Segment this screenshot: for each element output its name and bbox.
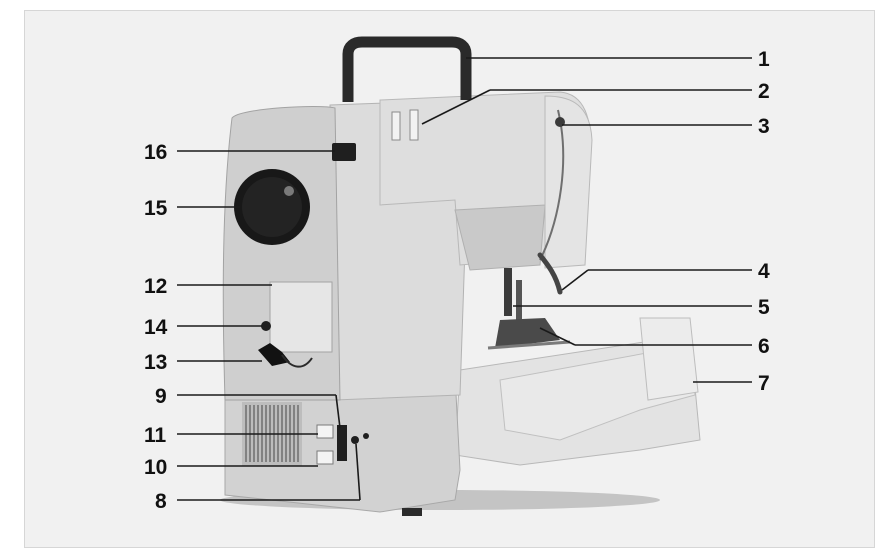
callout-number-10: 10 — [144, 456, 167, 479]
accessory-box — [639, 317, 699, 401]
presser-bar — [516, 280, 522, 320]
needle-bar — [504, 268, 512, 316]
arm-throat — [454, 204, 546, 271]
leader-line-8b — [355, 443, 361, 501]
leader-lines — [177, 57, 752, 501]
side-cover — [269, 281, 333, 353]
callout-number-2: 2 — [758, 80, 770, 103]
leader-line-4 — [561, 269, 589, 291]
bobbin-winder — [332, 143, 356, 161]
foot-control-socket — [337, 425, 347, 461]
callout-number-7: 7 — [758, 372, 770, 395]
callout-number-3: 3 — [758, 115, 770, 138]
power-switch — [316, 424, 334, 439]
cable — [281, 354, 313, 368]
presser-foot — [495, 318, 560, 348]
leader-line-9b — [335, 394, 341, 429]
callout-number-5: 5 — [758, 296, 770, 319]
callout-number-1: 1 — [758, 48, 770, 71]
callout-number-13: 13 — [144, 351, 167, 374]
sewing-machine-illustration — [220, 36, 701, 516]
power-socket — [351, 436, 359, 444]
leader-line-6 — [539, 327, 576, 346]
light-switch — [316, 450, 334, 465]
callout-number-9: 9 — [155, 385, 167, 408]
leader-line-2 — [421, 89, 491, 125]
spool-pin — [391, 111, 401, 141]
callout-number-8: 8 — [155, 490, 167, 513]
handwheel-rim — [242, 177, 302, 237]
callout-number-16: 16 — [144, 141, 167, 164]
machine-head — [544, 95, 593, 269]
carrying-handle — [342, 36, 472, 102]
callout-number-11: 11 — [144, 424, 167, 447]
callout-number-6: 6 — [758, 335, 770, 358]
knob — [261, 321, 271, 331]
socket-pin — [363, 433, 369, 439]
callout-number-15: 15 — [144, 197, 168, 220]
callout-number-12: 12 — [144, 275, 167, 298]
callout-number-14: 14 — [144, 316, 168, 339]
callout-number-4: 4 — [758, 260, 770, 283]
machine-foot — [402, 508, 422, 516]
thread-path — [539, 109, 565, 261]
dropfeed-lever — [258, 343, 290, 366]
presser-foot-lever — [537, 252, 563, 295]
handwheel-knob — [284, 186, 294, 196]
needle-plate — [487, 340, 571, 350]
spool-pin — [409, 109, 419, 141]
callout-numbers: 1 2 3 4 5 6 7 8 9 10 11 12 13 14 15 16 — [144, 48, 770, 513]
